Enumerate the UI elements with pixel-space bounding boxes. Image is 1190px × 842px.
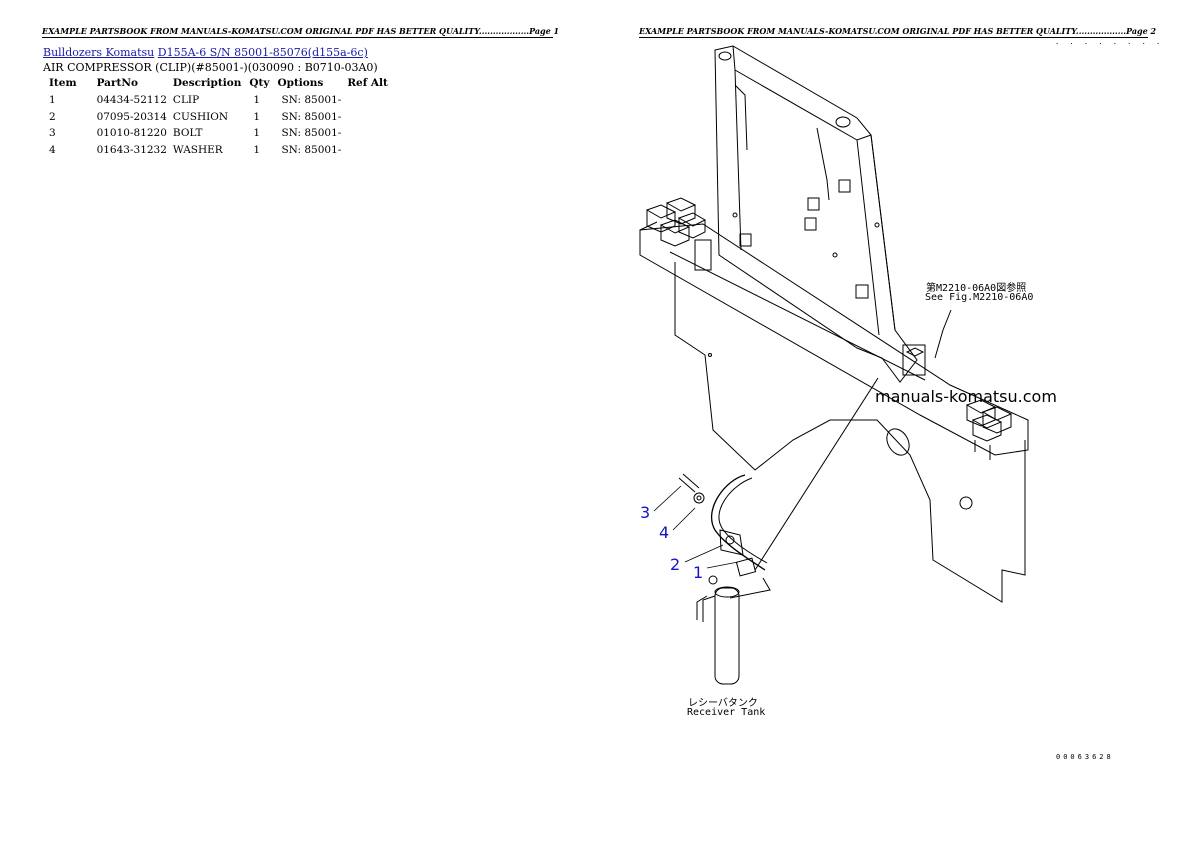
tank-label: Receiver Tank bbox=[687, 707, 766, 718]
cell-partno: 01010-81220 bbox=[96, 127, 167, 139]
cell-qty: 1 bbox=[253, 110, 261, 123]
fender-plate bbox=[674, 262, 1026, 603]
page-title: AIR COMPRESSOR (CLIP)(#85001-)(030090 : … bbox=[43, 61, 378, 74]
reference-label: See Fig.M2210-06A0 bbox=[925, 292, 1034, 303]
table-header-row: Item PartNo Description Qty Options Ref … bbox=[45, 76, 392, 92]
cell-ref-alt bbox=[343, 109, 392, 126]
breadcrumb-link-category[interactable]: Bulldozers Komatsu bbox=[43, 46, 155, 59]
parts-table: Item PartNo Description Qty Options Ref … bbox=[45, 76, 392, 158]
cell-item: 2 bbox=[49, 110, 56, 123]
bolt-cluster-left bbox=[645, 197, 712, 271]
cell-options: SN: 85001- bbox=[281, 143, 342, 156]
watermark: manuals-komatsu.com bbox=[875, 387, 1057, 406]
col-item: Item bbox=[49, 77, 77, 89]
cell-description: CUSHION bbox=[172, 110, 229, 123]
breadcrumb-link-model[interactable]: D155A-6 S/N 85001-85076(d155a-6c) bbox=[157, 46, 368, 59]
col-partno: PartNo bbox=[96, 77, 138, 89]
cell-partno: 04434-52112 bbox=[96, 94, 167, 106]
cell-qty: 1 bbox=[253, 143, 261, 156]
bolt-cluster-right bbox=[902, 344, 1013, 460]
cell-options: SN: 85001- bbox=[281, 94, 342, 106]
col-qty: Qty bbox=[249, 77, 270, 89]
top-marks: . . . . . . . . bbox=[1055, 38, 1164, 46]
cell-ref-alt bbox=[343, 92, 392, 109]
table-row: 1 04434-52112 CLIP 1 SN: 85001- bbox=[45, 92, 392, 109]
parts-diagram bbox=[639, 45, 1029, 685]
callout-3: 3 bbox=[640, 503, 651, 522]
col-options: Options bbox=[277, 77, 324, 89]
cell-description: WASHER bbox=[172, 143, 223, 156]
table-row: 2 07095-20314 CUSHION 1 SN: 85001- bbox=[45, 109, 392, 126]
cell-qty: 1 bbox=[253, 94, 261, 106]
receiver-tank bbox=[696, 586, 740, 685]
cell-options: SN: 85001- bbox=[281, 110, 342, 123]
cell-ref-alt bbox=[343, 125, 392, 142]
page-header: EXAMPLE PARTSBOOK FROM MANUALS-KOMATSU.C… bbox=[42, 26, 560, 38]
page-header: EXAMPLE PARTSBOOK FROM MANUALS-KOMATSU.C… bbox=[639, 26, 1157, 38]
cell-description: BOLT bbox=[172, 127, 203, 139]
callout-1: 1 bbox=[693, 563, 704, 582]
cell-options: SN: 85001- bbox=[281, 127, 342, 139]
cell-qty: 1 bbox=[253, 127, 261, 139]
col-ref-alt: Ref Alt bbox=[347, 77, 388, 89]
cell-description: CLIP bbox=[172, 94, 200, 106]
cell-ref-alt bbox=[343, 142, 392, 159]
cell-partno: 01643-31232 bbox=[96, 143, 167, 156]
page-2: EXAMPLE PARTSBOOK FROM MANUALS-KOMATSU.C… bbox=[595, 0, 1190, 842]
cell-item: 4 bbox=[49, 143, 56, 156]
col-description: Description bbox=[172, 77, 242, 89]
cell-partno: 07095-20314 bbox=[96, 110, 167, 123]
table-row: 3 01010-81220 BOLT 1 SN: 85001- bbox=[45, 125, 392, 142]
page-1: EXAMPLE PARTSBOOK FROM MANUALS-KOMATSU.C… bbox=[42, 26, 560, 158]
bracket-plate bbox=[714, 45, 918, 383]
callout-4: 4 bbox=[659, 523, 670, 542]
drawing-serial: 00063628 bbox=[1056, 753, 1114, 761]
cell-item: 3 bbox=[49, 127, 56, 139]
tank-label-jp: レシーバタンク bbox=[688, 698, 758, 709]
reference-label-jp: 第M2210-06A0図参照 bbox=[926, 283, 1027, 294]
callout-2: 2 bbox=[670, 555, 681, 574]
breadcrumb: Bulldozers Komatsu D155A-6 S/N 85001-850… bbox=[43, 46, 368, 59]
callout-leaders bbox=[653, 485, 739, 569]
frame-beam bbox=[639, 221, 1029, 456]
cell-item: 1 bbox=[49, 94, 56, 106]
table-row: 4 01643-31232 WASHER 1 SN: 85001- bbox=[45, 142, 392, 159]
hose-assembly bbox=[678, 377, 879, 599]
